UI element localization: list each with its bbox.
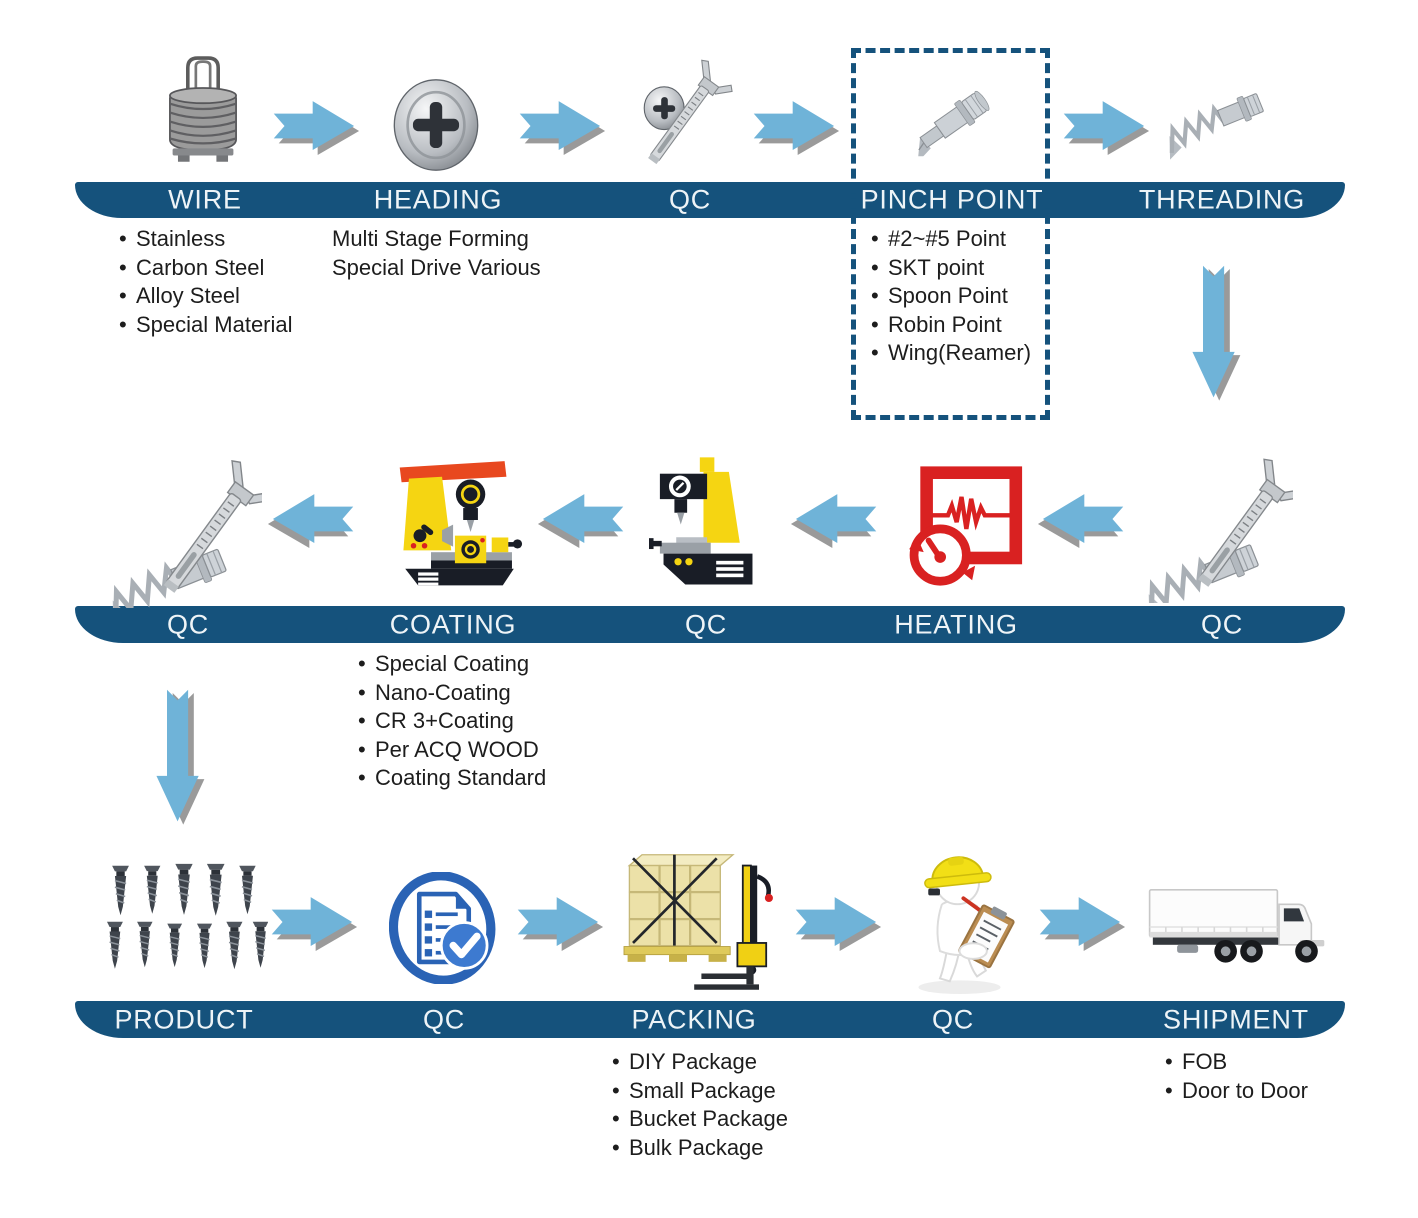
list-item: Wing(Reamer): [869, 339, 1031, 368]
list-item: Robin Point: [869, 311, 1031, 340]
arrow-down-icon: [1190, 253, 1242, 415]
caliper-screw-icon: [112, 458, 262, 608]
stage-label-qc-2: QC: [166, 609, 210, 640]
pinch-point-highlight-box: [851, 48, 1050, 420]
checklist-icon: [389, 872, 499, 984]
inspector-clipboard-icon: [897, 828, 1023, 996]
stage-label-product: PRODUCT: [114, 1004, 254, 1035]
list-item: Special Drive Various: [332, 254, 541, 280]
stage-label-qc-3: QC: [684, 609, 728, 640]
list-item: CR 3+Coating: [356, 707, 546, 736]
list-item: #2~#5 Point: [869, 225, 1031, 254]
stage-label-heating: HEATING: [894, 609, 1018, 640]
arrow-right-icon: [514, 893, 606, 951]
caliper-screw-icon: [628, 58, 746, 176]
list-item: Small Package: [610, 1077, 788, 1106]
list-item: Carbon Steel: [117, 254, 293, 283]
pinch-point-types-list: #2~#5 Point SKT point Spoon Point Robin …: [869, 225, 1031, 368]
stage-label-wire: WIRE: [168, 184, 242, 215]
coating-types-list: Special Coating Nano-Coating CR 3+Coatin…: [356, 650, 546, 793]
wire-coil-icon: [158, 50, 248, 168]
list-item: Alloy Steel: [117, 282, 293, 311]
list-item: Coating Standard: [356, 764, 546, 793]
list-item: Bulk Package: [610, 1134, 788, 1163]
screws-set-icon: [100, 862, 268, 974]
arrow-left-icon: [535, 490, 627, 548]
stage-label-threading: THREADING: [1138, 184, 1306, 215]
list-item: Nano-Coating: [356, 679, 546, 708]
heading-notes-list: Multi Stage Forming Special Drive Variou…: [332, 225, 541, 282]
list-item: Special Material: [117, 311, 293, 340]
truck-icon: [1148, 886, 1334, 968]
caliper-screw-icon: [1148, 455, 1293, 603]
arrow-left-icon: [790, 490, 878, 548]
list-item: FOB: [1163, 1048, 1308, 1077]
arrow-right-icon: [514, 97, 610, 155]
list-item: Per ACQ WOOD: [356, 736, 546, 765]
stage-label-qc-4: QC: [1200, 609, 1244, 640]
arrow-right-icon: [794, 893, 882, 951]
threaded-screw-icon: [1158, 80, 1276, 164]
stage-label-shipment: SHIPMENT: [1163, 1004, 1309, 1035]
pallet-forklift-icon: [615, 844, 777, 996]
arrow-right-icon: [268, 97, 364, 155]
list-item: Spoon Point: [869, 282, 1031, 311]
list-item: Stainless: [117, 225, 293, 254]
list-item: Special Coating: [356, 650, 546, 679]
stage-label-qc-6: QC: [931, 1004, 975, 1035]
arrow-right-icon: [1037, 893, 1127, 951]
screw-head-icon: [391, 78, 481, 172]
arrow-left-icon: [1035, 490, 1127, 548]
stage-label-qc-5: QC: [422, 1004, 466, 1035]
shipment-terms-list: FOB Door to Door: [1163, 1048, 1308, 1105]
packing-types-list: DIY Package Small Package Bucket Package…: [610, 1048, 788, 1162]
wire-materials-list: Stainless Carbon Steel Alloy Steel Speci…: [117, 225, 293, 339]
arrow-down-icon: [154, 676, 206, 840]
arrow-right-icon: [1058, 97, 1154, 155]
stage-label-heading: HEADING: [373, 184, 503, 215]
list-item: DIY Package: [610, 1048, 788, 1077]
stage-label-packing: PACKING: [631, 1004, 757, 1035]
process-banner-row-1: [75, 182, 1345, 218]
arrow-right-icon: [268, 893, 360, 951]
arrow-left-icon: [266, 490, 356, 548]
stage-label-qc-1: QC: [668, 184, 712, 215]
milling-machine-icon: [649, 450, 767, 590]
process-banner-row-2: [75, 606, 1345, 643]
arrow-right-icon: [748, 97, 844, 155]
list-item: SKT point: [869, 254, 1031, 283]
list-item: Door to Door: [1163, 1077, 1308, 1106]
stage-label-coating: COATING: [389, 609, 517, 640]
lathe-machine-icon: [385, 452, 523, 588]
list-item: Multi Stage Forming: [332, 226, 529, 251]
stage-label-pinch-point: PINCH POINT: [860, 184, 1044, 215]
list-item: Bucket Package: [610, 1105, 788, 1134]
process-banner-row-3: [75, 1001, 1345, 1038]
heat-treatment-icon: [901, 463, 1023, 589]
